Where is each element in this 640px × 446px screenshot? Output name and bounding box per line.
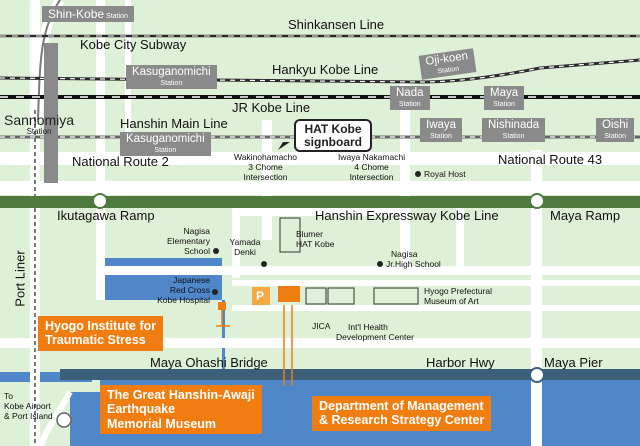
place-intl-health-center: Int'l Health Development Center (336, 322, 414, 342)
station-nada: Nada Station (390, 86, 430, 110)
label-shinkansen: Shinkansen Line (288, 17, 385, 32)
hanshin-expressway (0, 196, 640, 208)
place-red-cross-hospital: Japanese Red Cross Kobe Hospital (157, 275, 210, 305)
hat-kobe-signboard: HAT Kobe signboard (294, 119, 373, 153)
label-harbor-hwy: Harbor Hwy (426, 355, 495, 370)
label-hanshin-main: Hanshin Main Line (120, 116, 228, 131)
harbor-highway (60, 369, 640, 380)
station-kasuganomichi-hankyu: Kasuganomichi Station (126, 65, 217, 89)
intersection-iwaya-nakamachi: Iwaya Nakamachi 4 Chome Intersection (338, 152, 406, 182)
label-route-43: National Route 43 (498, 152, 603, 167)
label-subway: Kobe City Subway (80, 37, 187, 52)
highlight-department-center: Department of Management & Research Stra… (312, 396, 492, 431)
station-oishi: Oishi Station (596, 118, 635, 142)
label-route-2: National Route 2 (72, 154, 169, 169)
place-nagisa-jr-high: Nagisa Jr.High School (386, 249, 441, 269)
label-maya-ramp: Maya Ramp (550, 208, 621, 223)
place-airport-direction: To Kobe Airport & Port Island (4, 391, 53, 421)
highlight-memorial-museum: The Great Hanshin-Awaji Earthquake Memor… (100, 385, 262, 435)
route-43-road (0, 181, 640, 195)
label-maya-pier: Maya Pier (544, 355, 603, 370)
place-art-museum: Hyogo Prefectural Museum of Art (424, 286, 493, 306)
label-jr: JR Kobe Line (232, 100, 311, 115)
label-port-liner: Port Liner (12, 250, 28, 307)
label-maya-ohashi: Maya Ohashi Bridge (150, 355, 268, 370)
label-hankyu: Hankyu Kobe Line (272, 62, 379, 77)
station-iwaya: Iwaya Station (420, 118, 463, 142)
parking-icon: P (256, 289, 265, 303)
label-expressway: Hanshin Expressway Kobe Line (315, 208, 499, 223)
highlight-traumatic-stress: Hyogo Institute for Traumatic Stress (38, 316, 164, 351)
intersection-wakinohamacho: Wakinohamacho 3 Chome Intersection (234, 152, 297, 182)
place-yamada-denki: Yamada Denki (229, 237, 261, 257)
station-sannomiya: Sannomiya Station (4, 112, 75, 136)
station-kasuganomichi-hanshin: Kasuganomichi Station (120, 132, 211, 156)
place-nagisa-elementary: Nagisa Elementary School (167, 226, 210, 256)
place-jica: JICA (312, 321, 331, 331)
station-nishinada: Nishinada Station (482, 118, 546, 142)
place-royal-host: Royal Host (424, 169, 466, 179)
parking-block (252, 287, 270, 305)
museum-building (278, 286, 300, 302)
label-ikutagawa-ramp: Ikutagawa Ramp (57, 208, 155, 223)
station-maya: Maya Station (484, 86, 525, 110)
place-blumer-hat-kobe: Blumer HAT Kobe (296, 229, 335, 249)
